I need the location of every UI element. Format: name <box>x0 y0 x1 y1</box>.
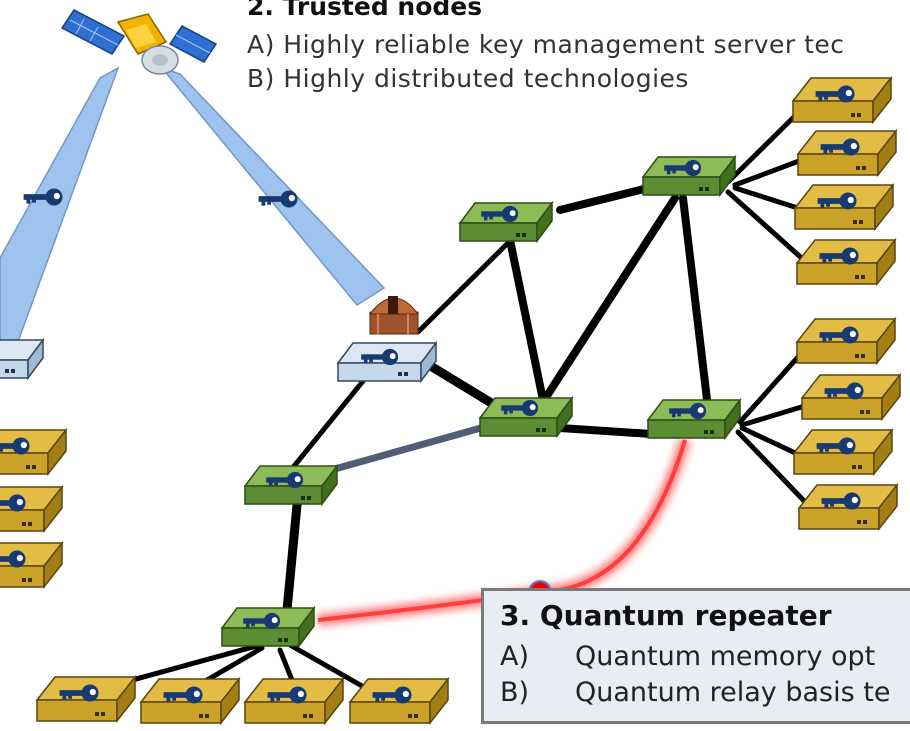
edge-node <box>801 374 901 420</box>
edge-node <box>140 678 240 724</box>
core-node <box>647 399 741 439</box>
edge-node <box>0 486 63 532</box>
trusted-nodes-title: 2. Trusted nodes <box>247 0 483 21</box>
quantum-repeater-item-a-text: Quantum memory opt <box>575 641 876 672</box>
edge-node <box>798 484 898 530</box>
quantum-repeater-title: 3. Quantum repeater <box>500 599 832 632</box>
edge-node <box>793 429 893 475</box>
quantum-repeater-item-b-text: Quantum relay basis te <box>575 677 891 708</box>
edge-node <box>0 429 67 475</box>
edge-node <box>349 678 449 724</box>
satellite-icon <box>60 9 218 75</box>
edge-node <box>794 184 894 230</box>
satellite-beam-right <box>159 66 386 306</box>
quantum-repeater-item-b-label: B) <box>500 677 530 708</box>
optical-link <box>320 422 492 476</box>
quantum-repeater-box <box>481 588 910 724</box>
quantum-repeater-item-a-label: A) <box>500 641 530 672</box>
core-node <box>459 202 553 242</box>
ground-station-node <box>337 342 437 382</box>
satellite-beam-left <box>0 66 120 360</box>
core-node <box>642 156 736 196</box>
core-node <box>221 607 315 647</box>
edge-node <box>797 130 897 176</box>
edge-node <box>244 678 344 724</box>
telescope-dome-icon <box>368 296 420 335</box>
trusted-nodes-item-b: B) Highly distributed technologies <box>247 64 689 93</box>
core-node <box>479 397 573 437</box>
edge-node <box>36 676 136 722</box>
edge-node <box>796 318 896 364</box>
edge-node <box>796 239 896 285</box>
core-node <box>244 465 338 505</box>
edge-node <box>792 77 892 123</box>
trusted-nodes-item-a: A) Highly reliable key management server… <box>247 30 845 59</box>
edge-node <box>0 542 63 588</box>
ground-station-node <box>0 339 44 379</box>
